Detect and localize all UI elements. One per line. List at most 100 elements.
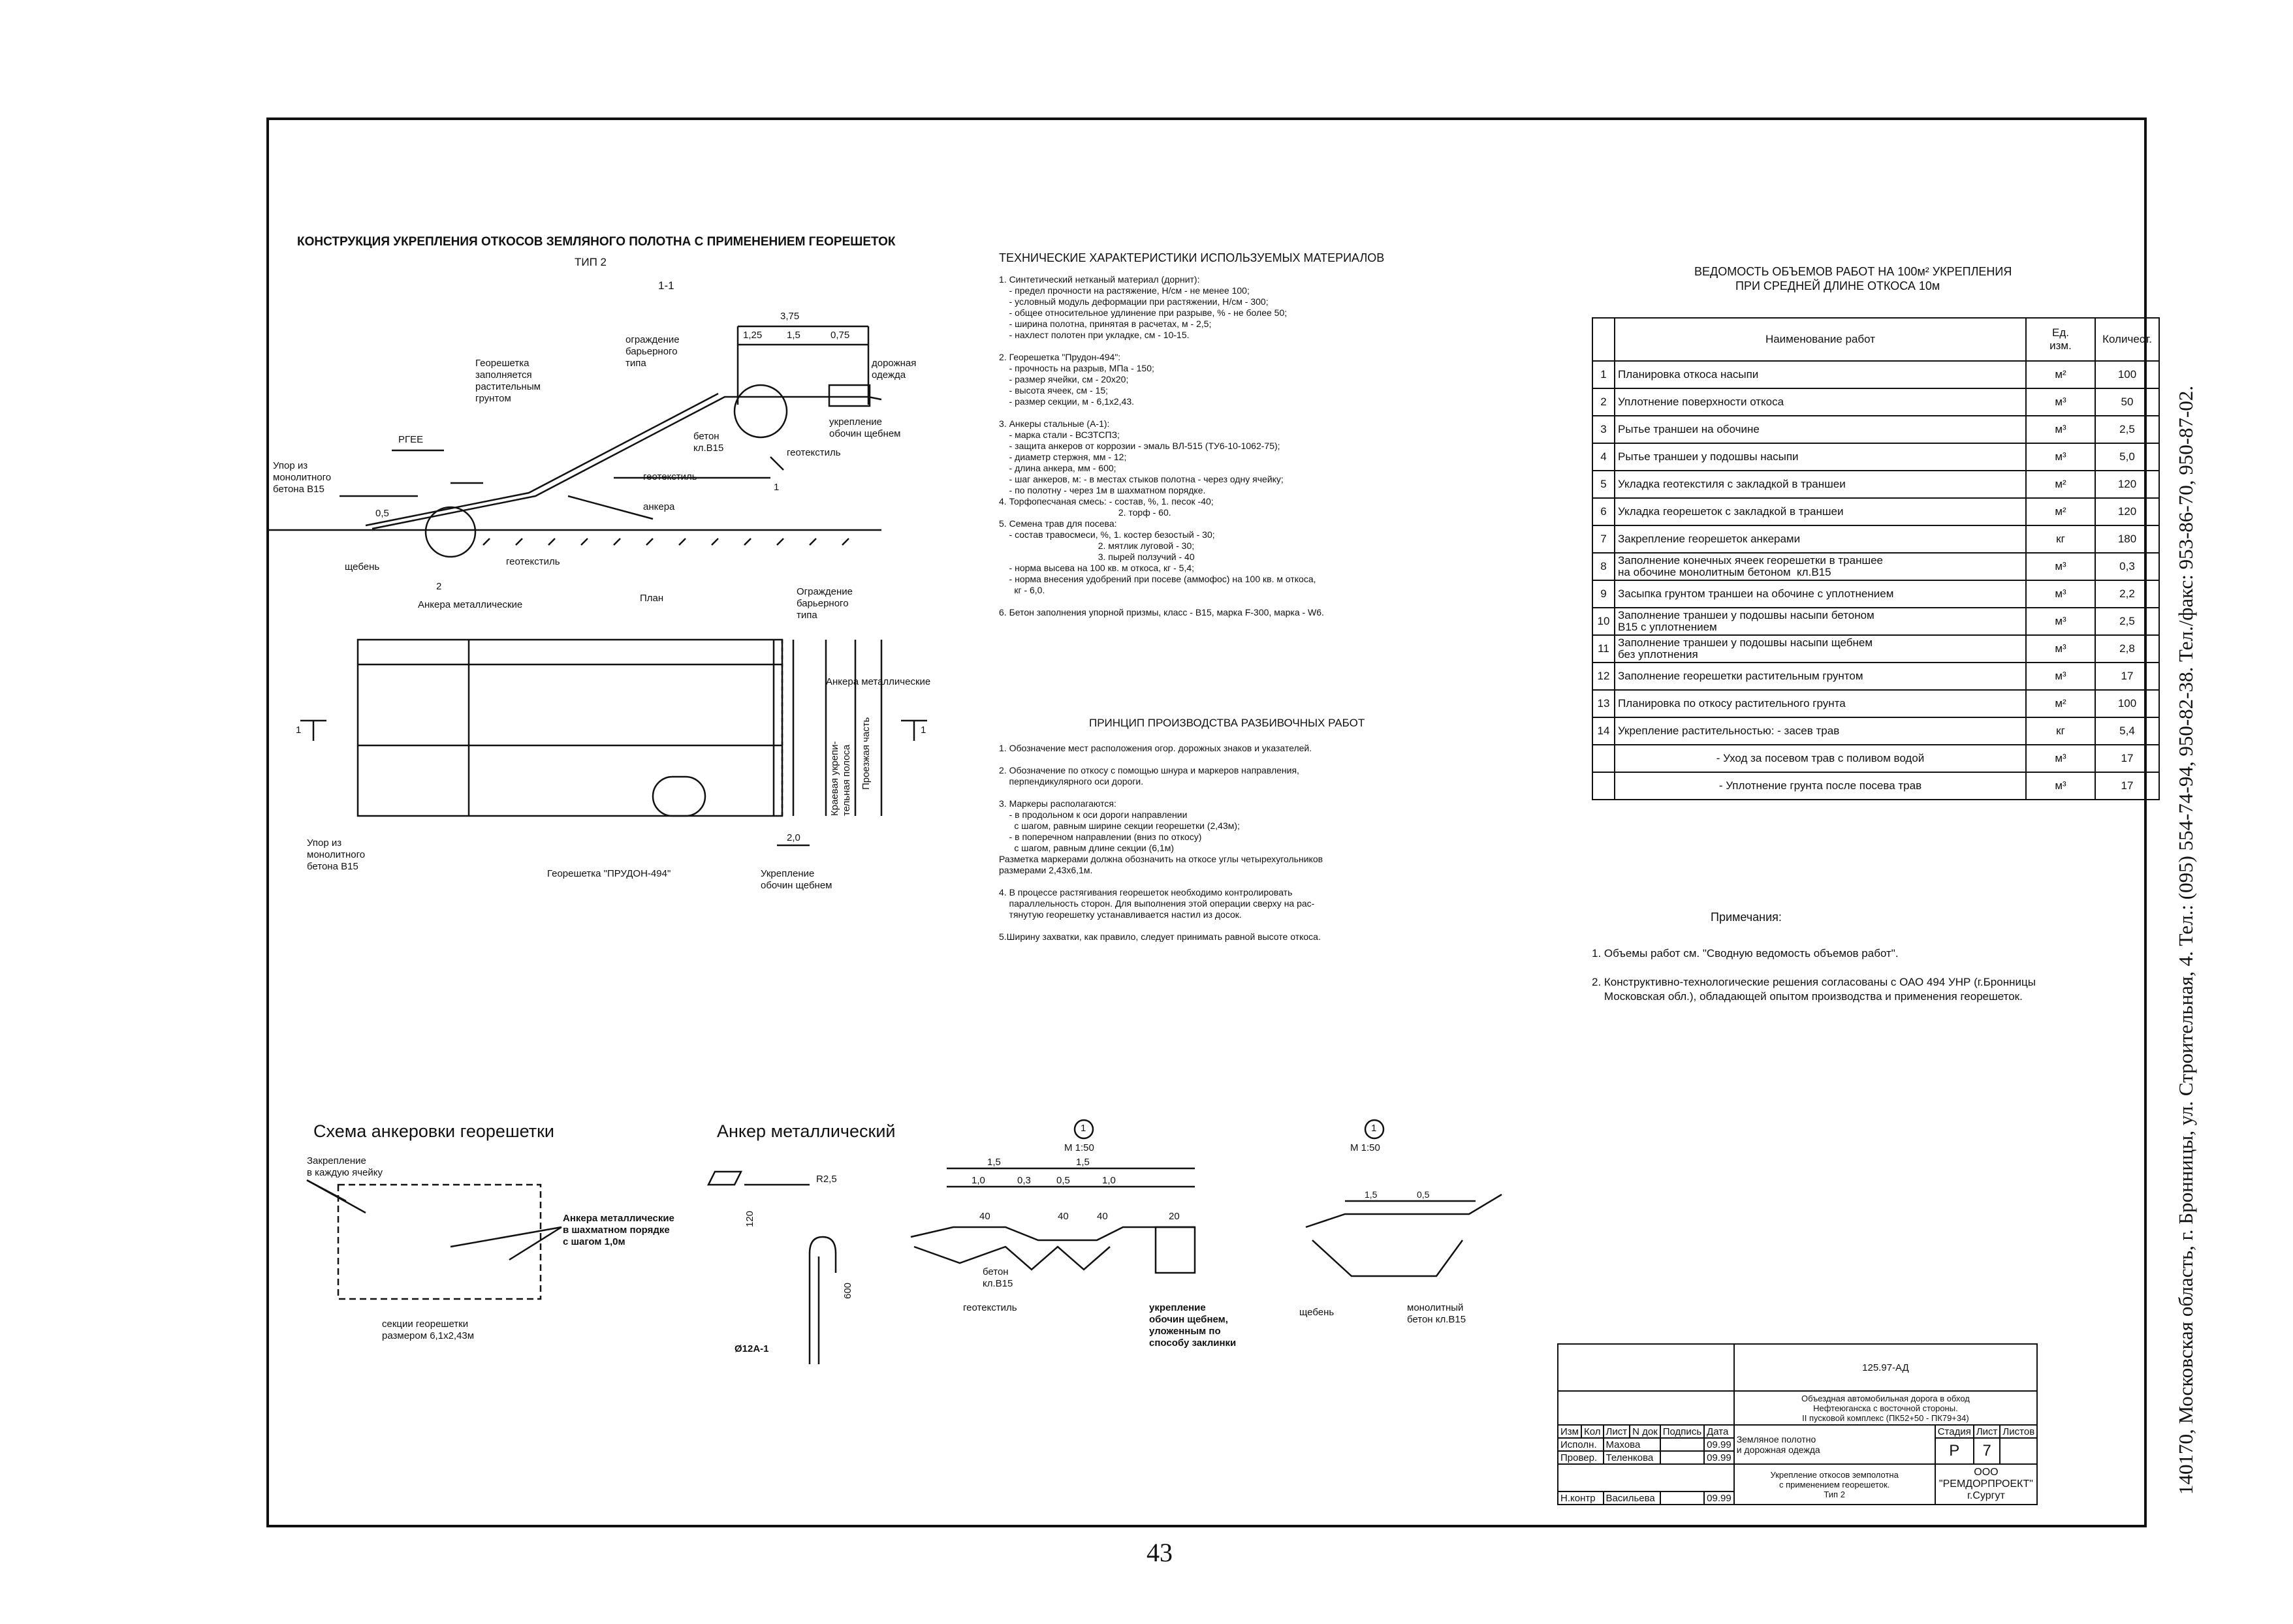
anchor-h600: 600 <box>842 1282 853 1299</box>
principle-body: 1. Обозначение мест расположения огор. д… <box>999 743 1323 942</box>
stamp-h-izm: Изм <box>1557 1424 1582 1439</box>
construction-subtitle: ТИП 2 <box>575 256 607 268</box>
detail1-d15b: 1,5 <box>1076 1157 1090 1168</box>
volumes-row-num: 14 <box>1592 717 1615 745</box>
volumes-row-name: Заполнение георешетки растительным грунт… <box>1614 662 2027 691</box>
geotextil-label: геотекстиль <box>643 471 697 482</box>
stamp-r3-name: Васильева <box>1602 1491 1661 1505</box>
stamp-stage-header: Стадия <box>1934 1424 1974 1439</box>
volumes-row-unit: м³ <box>2025 415 2096 444</box>
volumes-row-unit: м³ <box>2025 580 2096 608</box>
volumes-row-name: Рытье траншеи на обочине <box>1614 415 2027 444</box>
volumes-row-name: Закрепление георешеток анкерами <box>1614 525 2027 554</box>
volumes-row-num: 8 <box>1592 552 1615 581</box>
volumes-row-num: 6 <box>1592 497 1615 526</box>
tech-title: ТЕХНИЧЕСКИЕ ХАРАКТЕРИСТИКИ ИСПОЛЬЗУЕМЫХ … <box>999 251 1385 264</box>
anchors-metal-label: Анкера металлические <box>418 599 523 610</box>
anchor-radius: R2,5 <box>816 1174 837 1185</box>
ukreplenie-label-2: Укрепление обочин щебнем <box>761 868 832 891</box>
stamp-h-podpis: Подпись <box>1659 1424 1705 1439</box>
volumes-row-qty: 2,5 <box>2095 607 2160 636</box>
detail1-geotextil: геотекстиль <box>963 1302 1017 1313</box>
notes-title: Примечания: <box>1711 911 1782 924</box>
edge-strip-label: Краевая укрепи- тельная полоса <box>829 741 852 816</box>
roadway-label: Проезжая часть <box>861 717 872 790</box>
volumes-row-qty: 2,8 <box>2095 634 2160 663</box>
anchor-metal-title: Анкер металлический <box>717 1121 896 1141</box>
notes-items: 1. Объемы работ см. "Сводную ведомость о… <box>1592 947 2036 1003</box>
volumes-row-unit: м² <box>2025 497 2096 526</box>
volumes-row-unit: м³ <box>2025 607 2096 636</box>
volumes-row-num: 11 <box>1592 634 1615 663</box>
detail2-monolith: монолитный бетон кл.В15 <box>1407 1302 1466 1325</box>
anchor-scheme-anchors: Анкера металлические в шахматном порядке… <box>563 1213 674 1247</box>
stamp-sheet-header: Лист <box>1972 1424 2001 1439</box>
volumes-row-num: 5 <box>1592 470 1615 499</box>
prudon-label: Георешетка "ПРУДОН-494" <box>547 868 671 879</box>
volumes-header-row: Наименование работ Ед. изм. Количест. <box>1592 317 2160 362</box>
callout-2: 2 <box>436 581 442 592</box>
detail2-d05: 0,5 <box>1417 1189 1430 1200</box>
volumes-row-name: Планировка по откосу растительного грунт… <box>1614 689 2027 718</box>
volumes-row-unit: м³ <box>2025 772 2096 800</box>
volumes-row-num: 12 <box>1592 662 1615 691</box>
detail1-d40c: 40 <box>1097 1211 1108 1222</box>
detail1-scale: М 1:50 <box>1064 1142 1094 1153</box>
volumes-row-num: 13 <box>1592 689 1615 718</box>
volumes-row-name: Укрепление растительностью: - засев трав <box>1614 717 2027 745</box>
volumes-row-unit: м³ <box>2025 552 2096 581</box>
stamp-sheet: 7 <box>1972 1437 2001 1465</box>
anchor-mark: Ø12А-1 <box>735 1343 769 1354</box>
dim-3-75: 3,75 <box>780 311 800 322</box>
volumes-row-unit: м³ <box>2025 388 2096 416</box>
volumes-row-num: 10 <box>1592 607 1615 636</box>
volumes-row-name: Заполнение траншеи у подошвы насыпи бето… <box>1614 607 2027 636</box>
volumes-row-num <box>1592 772 1615 800</box>
volumes-row-qty: 180 <box>2095 525 2160 554</box>
fence-plan-label: Ограждение барьерного типа <box>797 586 853 621</box>
volumes-row-qty: 17 <box>2095 662 2160 691</box>
volumes-row-num: 7 <box>1592 525 1615 554</box>
beton-label: бетон кл.В15 <box>693 431 724 454</box>
anchor-scheme-fix: Закрепление в каждую ячейку <box>307 1155 383 1178</box>
dim-2-0: 2,0 <box>787 832 800 843</box>
detail1-d40a: 40 <box>979 1211 990 1222</box>
construction-title: КОНСТРУКЦИЯ УКРЕПЛЕНИЯ ОТКОСОВ ЗЕМЛЯНОГО… <box>297 235 896 249</box>
fence-label: ограждение барьерного типа <box>625 334 680 369</box>
detail1-d15a: 1,5 <box>987 1157 1001 1168</box>
geotextil-top-label: геотекстиль <box>787 447 841 458</box>
volumes-header-name: Наименование работ <box>1614 317 2027 362</box>
page-number: 43 <box>1146 1538 1173 1567</box>
stamp-stage: Р <box>1934 1437 1974 1465</box>
stamp-r1-role: Исполн. <box>1557 1437 1604 1452</box>
volumes-row-qty: 5,0 <box>2095 443 2160 471</box>
volumes-row-num <box>1592 744 1615 773</box>
volumes-row-num: 3 <box>1592 415 1615 444</box>
detail2-shcheben: щебень <box>1299 1307 1335 1318</box>
volumes-row-num: 9 <box>1592 580 1615 608</box>
stamp-sheets-header: Листов <box>1999 1424 2038 1439</box>
callout-1: 1 <box>774 482 780 493</box>
volumes-row-unit: кг <box>2025 525 2096 554</box>
volumes-row-unit: м² <box>2025 689 2096 718</box>
volumes-row-name: - Уход за посевом трав с поливом водой <box>1614 744 2027 773</box>
volumes-row-qty: 120 <box>2095 470 2160 499</box>
stamp-h-ndok: N док <box>1629 1424 1661 1439</box>
upor-label: Упор из монолитного бетона В15 <box>273 460 332 495</box>
volumes-row-num: 2 <box>1592 388 1615 416</box>
volumes-title-1: ВЕДОМОСТЬ ОБЪЕМОВ РАБОТ НА 100м² УКРЕПЛЕ… <box>1694 265 2012 278</box>
title-block: 125.97-АД Объездная автомобильная дорога… <box>1557 1343 2038 1505</box>
volumes-row-qty: 50 <box>2095 388 2160 416</box>
plan-label: План <box>640 593 664 604</box>
volumes-row-name: Рытье траншеи у подошвы насыпи <box>1614 443 2027 471</box>
anchor-h120: 120 <box>744 1210 755 1227</box>
section-label: 1-1 <box>658 279 674 292</box>
